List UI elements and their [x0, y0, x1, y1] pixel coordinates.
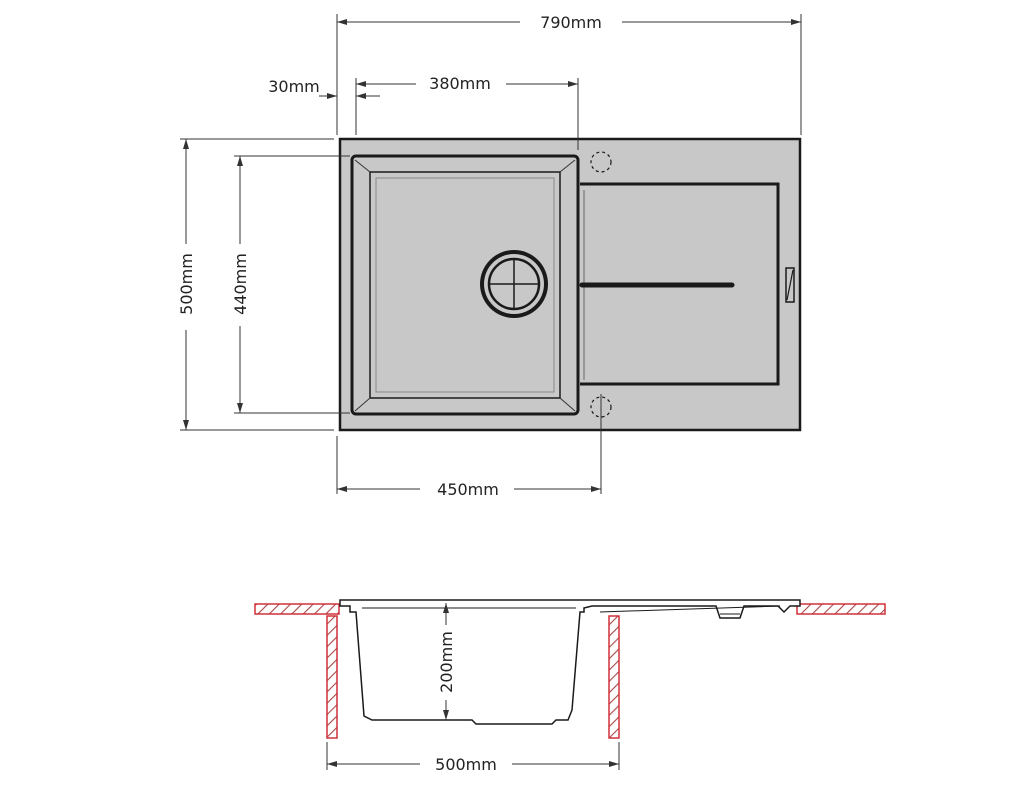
side-view: 200mm 500mm — [254, 599, 886, 774]
sink-profile — [339, 599, 801, 725]
cabinet-wall-right — [608, 615, 620, 739]
countertop-left — [254, 603, 340, 615]
dim-bowl-depth: 440mm — [231, 155, 350, 414]
top-view: 790mm 30mm 380mm 500mm — [177, 13, 802, 499]
label-440: 440mm — [231, 253, 250, 315]
tap-hole-top — [590, 151, 612, 173]
dim-bowl-height: 200mm — [437, 603, 456, 720]
dim-total-width: 790mm — [336, 13, 802, 135]
dim-cutout-width: 500mm — [326, 742, 620, 774]
tap-hole-bottom — [590, 396, 612, 418]
cabinet-wall-left — [326, 615, 338, 739]
label-790: 790mm — [540, 13, 602, 32]
label-500-depth: 500mm — [177, 253, 196, 315]
countertop-right — [796, 603, 886, 615]
dim-edge-offset: 30mm — [268, 77, 380, 135]
dim-total-depth: 500mm — [177, 138, 334, 431]
label-450: 450mm — [437, 480, 499, 499]
dim-bowl-width: 380mm — [356, 74, 579, 150]
drain — [480, 250, 548, 318]
label-500-width: 500mm — [435, 755, 497, 774]
label-30: 30mm — [268, 77, 320, 96]
dim-tap-hole-distance: 450mm — [336, 394, 602, 499]
label-380: 380mm — [429, 74, 491, 93]
label-200: 200mm — [437, 631, 456, 693]
drainer-outline — [580, 182, 780, 386]
